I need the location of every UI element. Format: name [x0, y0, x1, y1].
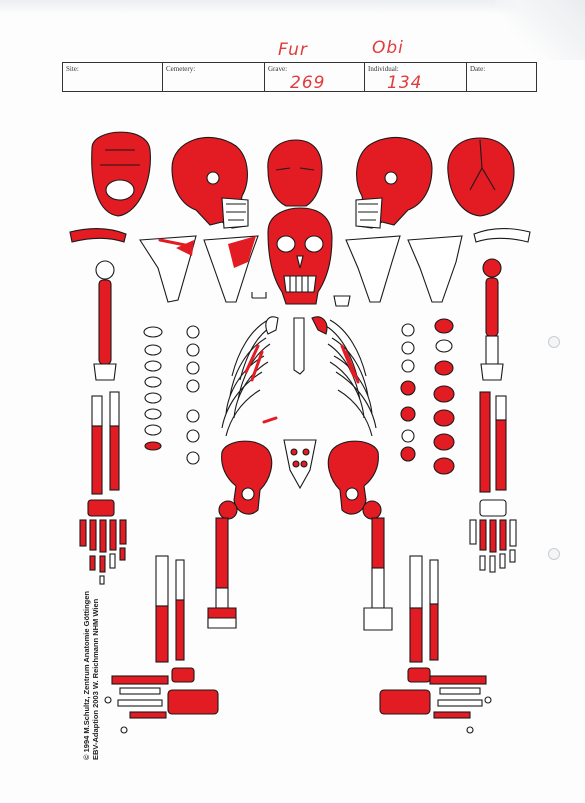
- scapula-left-anterior: [204, 236, 258, 302]
- credit-line-1: © 1994 M.Schultz, Zentrum Anatomie Götti…: [82, 591, 91, 760]
- credit-line-2: EBV-Adaption 2003 W. Reichmann NHM Wien: [91, 591, 100, 760]
- leg-left: [156, 556, 184, 662]
- clavicle-right: [474, 229, 530, 243]
- humerus-right: [481, 259, 503, 380]
- foot-right: [380, 668, 491, 733]
- humerus-left: [94, 261, 116, 380]
- hyoid: [252, 292, 266, 298]
- copyright-credit: © 1994 M.Schultz, Zentrum Anatomie Götti…: [82, 591, 100, 760]
- thoracic-vertebrae-left: [187, 326, 199, 464]
- forearm-right: [480, 392, 506, 492]
- lumbar-vertebrae-right: [434, 319, 454, 474]
- clavicle-left: [70, 229, 126, 243]
- forearm-left: [92, 392, 119, 494]
- skull-superior-view: [92, 132, 151, 216]
- scapula-left-posterior: [140, 236, 196, 302]
- cervical-vertebrae-left: [144, 327, 162, 450]
- femur-right: [363, 501, 392, 630]
- skull-posterior-view: [448, 138, 514, 216]
- rib-cage: [222, 317, 376, 436]
- foot-left: [105, 668, 218, 733]
- scapula-right-posterior: [408, 236, 462, 302]
- thoracic-vertebrae-right: [401, 324, 415, 461]
- skull-left-lateral-view: [172, 137, 248, 228]
- skull-anterior-view: [268, 140, 322, 206]
- skull-frontal-face: [268, 208, 332, 304]
- leg-right: [410, 556, 438, 662]
- sacrum: [284, 440, 316, 488]
- hand-right: [470, 500, 516, 572]
- sternum: [294, 318, 304, 374]
- scapula-right-anterior: [346, 236, 400, 302]
- hand-left: [80, 500, 126, 584]
- femur-left: [208, 501, 237, 628]
- skull-right-lateral-view: [356, 137, 432, 228]
- atlas-vertebra: [334, 296, 350, 306]
